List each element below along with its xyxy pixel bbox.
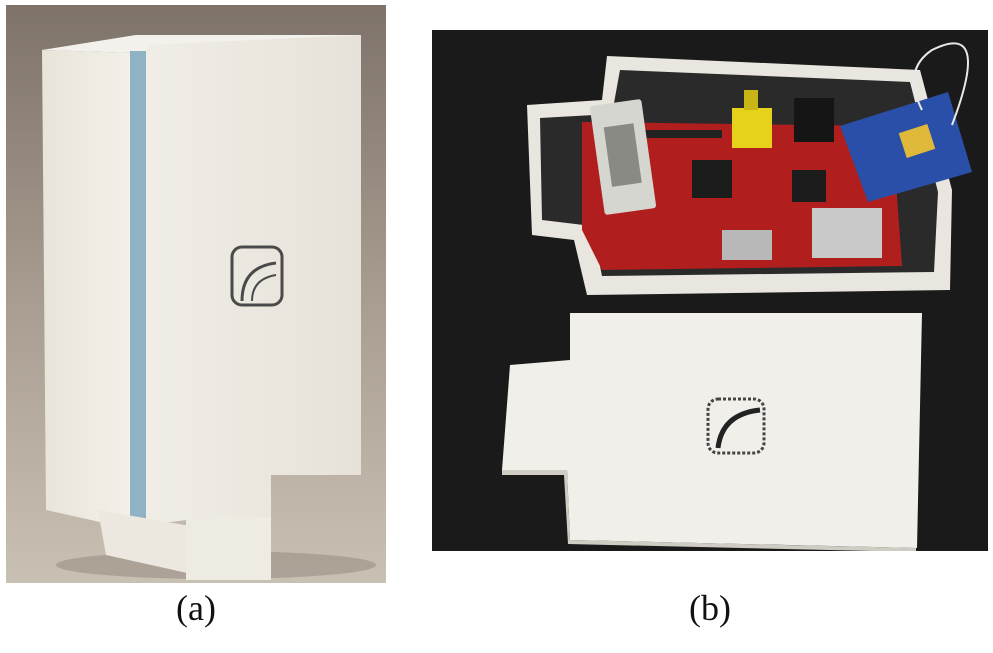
audio-jack (794, 98, 834, 142)
enclosure-lid (502, 313, 922, 551)
logo-cutout (706, 397, 766, 455)
photo-open-enclosure (432, 30, 988, 551)
enclosure-edge-seam (130, 51, 146, 532)
caption-a: (a) (176, 588, 216, 628)
logo-cutout (230, 245, 284, 307)
enclosure-tab (98, 510, 196, 575)
closed-enclosure-illustration (6, 5, 386, 583)
circuit-board (582, 122, 902, 270)
bluetooth-module (589, 99, 657, 215)
rca-connector (732, 90, 772, 148)
enclosure-front (146, 35, 361, 527)
photo-closed-enclosure (6, 5, 386, 583)
enclosure-side (42, 50, 136, 530)
xbee-module (840, 92, 972, 202)
caption-b: (b) (689, 588, 731, 628)
antenna-wire (913, 42, 969, 126)
open-enclosure-illustration (432, 30, 988, 551)
